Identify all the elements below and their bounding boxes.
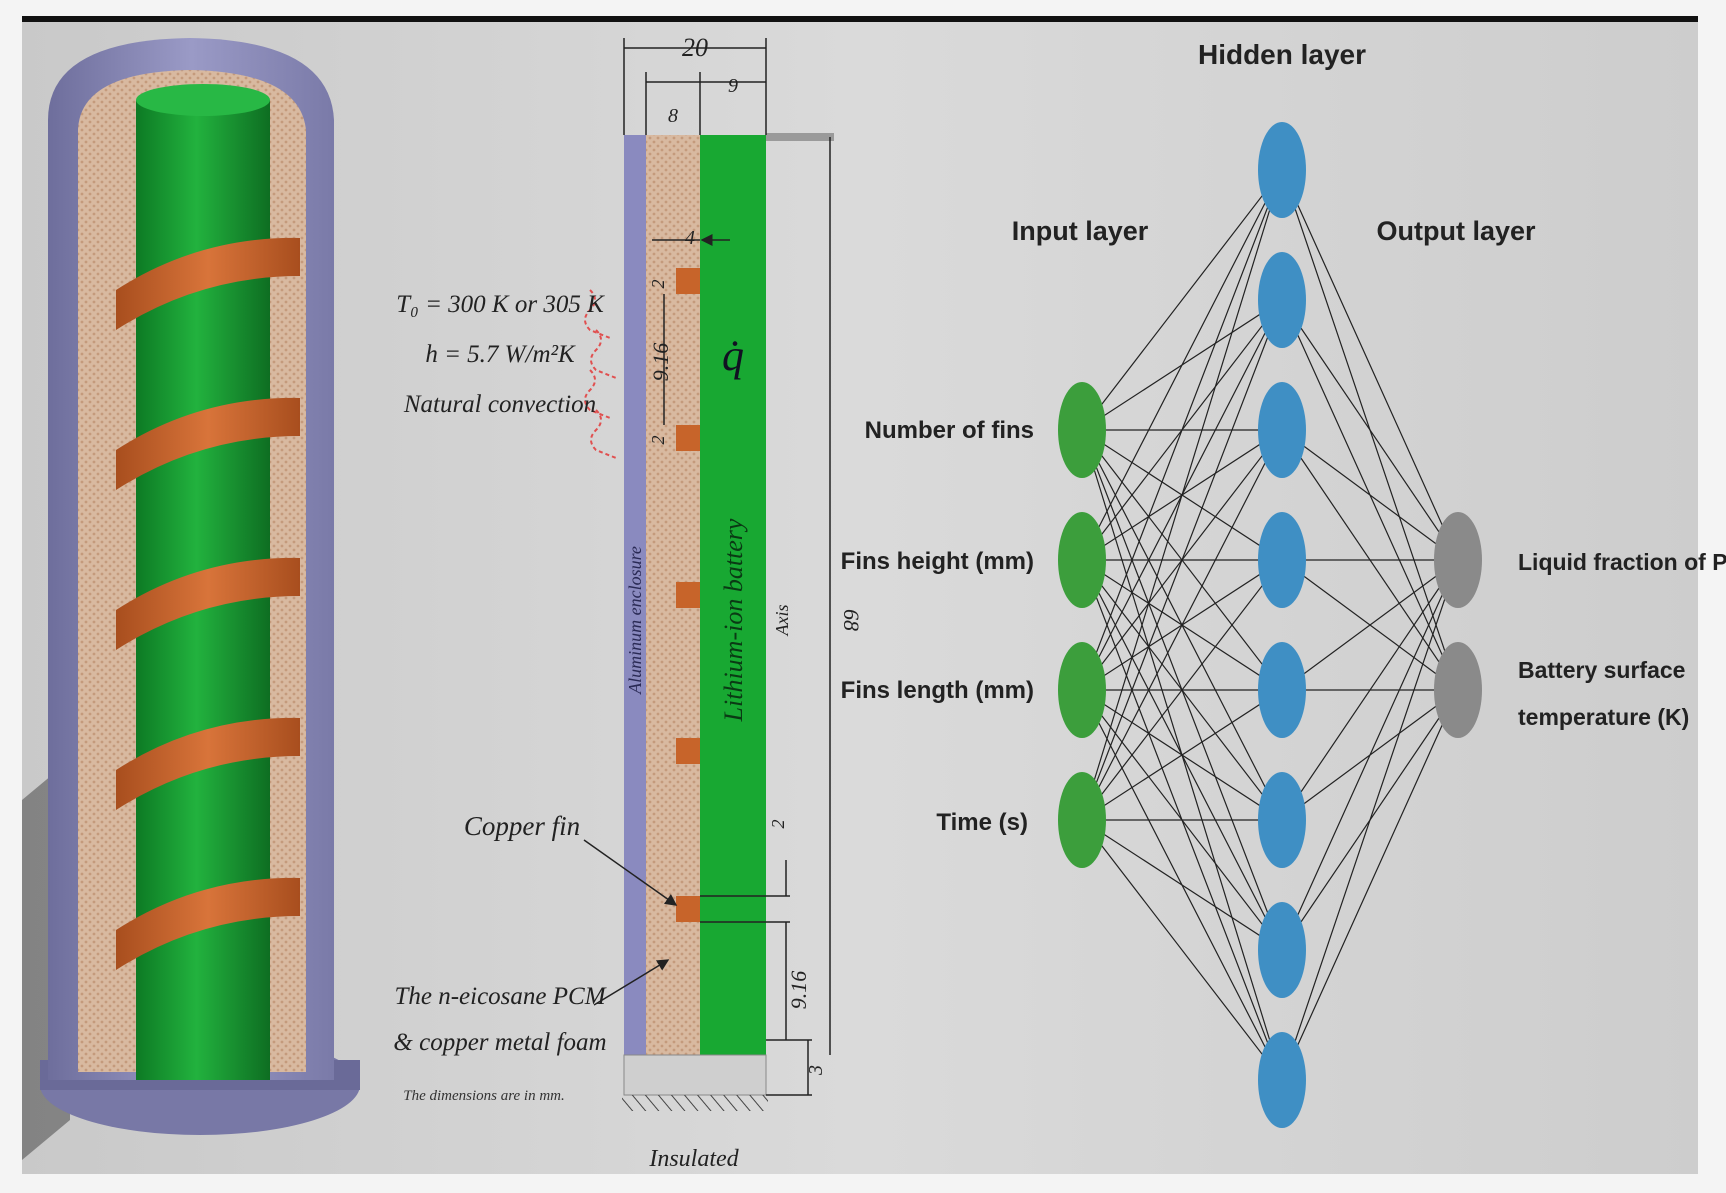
dimension-lines [623, 38, 831, 1096]
dim-fin-spacing-bottom: 9.16 [786, 971, 811, 1010]
output-node [1434, 512, 1482, 608]
input-node [1058, 382, 1106, 478]
copper-fin [676, 896, 700, 922]
convection-arrow [590, 409, 617, 459]
dim-fin-thickness-2: 2 [648, 436, 668, 445]
nn-connection [1081, 299, 1283, 821]
input-node [1058, 772, 1106, 868]
hidden-node [1258, 512, 1306, 608]
enclosure-label: Aluminum enclosure [625, 546, 645, 695]
nn-connection [1081, 169, 1283, 821]
output-layer-title: Output layer [1376, 216, 1536, 246]
hidden-node [1258, 122, 1306, 218]
output-label-line-1: Liquid fraction of PCM [1518, 549, 1726, 575]
copper-fin [676, 268, 700, 294]
dim-total-width: 20 [682, 33, 708, 62]
nn-connection [1281, 299, 1459, 561]
output-label-line-2: temperature (K) [1518, 704, 1689, 730]
module-fin [116, 557, 300, 650]
nn-connection [1281, 559, 1459, 1081]
nn-connection [1081, 819, 1283, 1081]
module-fin [116, 237, 300, 330]
nn-connection [1281, 559, 1459, 691]
insulated-hatch [622, 1095, 768, 1111]
input-label: Fins length (mm) [841, 677, 1034, 704]
nn-connection [1281, 689, 1459, 1081]
input-label: Number of fins [865, 417, 1034, 444]
fin-leader [583, 839, 678, 906]
nn-connection [1281, 429, 1459, 561]
hidden-node [1258, 382, 1306, 478]
dim-battery-width: 9 [728, 75, 738, 97]
nn-connection [1281, 559, 1459, 821]
hidden-node [1258, 1032, 1306, 1128]
output-label-line-1: Battery surface [1518, 657, 1685, 683]
hidden-node [1258, 252, 1306, 348]
ambient-condition-line-1: T₀ = 300 K or 305 K [396, 291, 605, 318]
battery-module-3d [22, 38, 360, 1160]
input-label: Time (s) [936, 809, 1028, 836]
convection-arrows [584, 289, 617, 459]
module-fins [116, 237, 300, 970]
convection-arrow [584, 369, 611, 419]
nn-connection [1281, 169, 1459, 561]
battery-label: Lithium-ion battery [719, 518, 748, 722]
neural-network: Hidden layer Input layer Output layer Nu… [841, 39, 1726, 1128]
ambient-condition-line-2: h = 5.7 W/m²K [425, 341, 576, 368]
dim-height: 68 [839, 609, 864, 631]
nn-connections [1081, 169, 1459, 1081]
output-node [1434, 642, 1482, 738]
pcm-leader [593, 959, 670, 1006]
module-fin [116, 717, 300, 810]
nn-connection [1081, 819, 1283, 951]
hidden-layer-title: Hidden layer [1198, 39, 1366, 70]
nn-connection [1081, 559, 1283, 821]
module-fin [116, 397, 300, 490]
dim-fin-spacing-top: 9.16 [648, 343, 673, 382]
schematic: 20 8 9 4 2 9.16 2 2 9.16 3 68 T₀ = 300 K… [393, 33, 864, 1172]
input-node [1058, 512, 1106, 608]
aluminum-enclosure [624, 135, 646, 1095]
nn-nodes [1058, 122, 1482, 1128]
dim-fin-thickness-bottom: 2 [768, 820, 788, 829]
hidden-node [1258, 902, 1306, 998]
schematic-fins [676, 268, 700, 922]
ambient-condition-line-3: Natural convection [403, 391, 596, 418]
dim-fin-thickness-top: 2 [648, 280, 668, 289]
insulated-label: Insulated [648, 1146, 739, 1172]
battery-region [700, 135, 766, 1055]
input-label: Fins height (mm) [841, 548, 1034, 575]
hidden-node [1258, 772, 1306, 868]
nn-connection [1281, 559, 1459, 951]
bottom-plate [623, 1054, 767, 1096]
dim-fin-length: 4 [685, 227, 695, 249]
axis-label: Axis [772, 605, 792, 637]
convection-arrow [584, 289, 611, 339]
fin-label: Copper fin [464, 811, 580, 841]
heat-generation-label: q̇ [722, 331, 744, 380]
nn-connection [1081, 169, 1283, 561]
hidden-node [1258, 642, 1306, 738]
nn-connection [1081, 429, 1283, 821]
input-layer-title: Input layer [1012, 216, 1149, 246]
top-border [22, 16, 1698, 22]
module-fin [116, 877, 300, 970]
dim-bottom-gap: 3 [805, 1065, 827, 1076]
copper-fin [676, 738, 700, 764]
copper-fin [676, 582, 700, 608]
pcm-label-line-2: & copper metal foam [393, 1029, 606, 1056]
top-plate [766, 133, 834, 141]
nn-connection [1081, 169, 1283, 431]
nn-connection [1081, 169, 1283, 691]
nn-connection [1081, 689, 1283, 821]
module-battery-top [136, 84, 270, 116]
input-node [1058, 642, 1106, 738]
copper-fin [676, 425, 700, 451]
convection-arrow [590, 329, 617, 379]
units-note: The dimensions are in mm. [403, 1088, 565, 1104]
pcm-label-line-1: The n-eicosane PCM [394, 983, 606, 1010]
dim-pcm-width: 8 [668, 105, 678, 127]
